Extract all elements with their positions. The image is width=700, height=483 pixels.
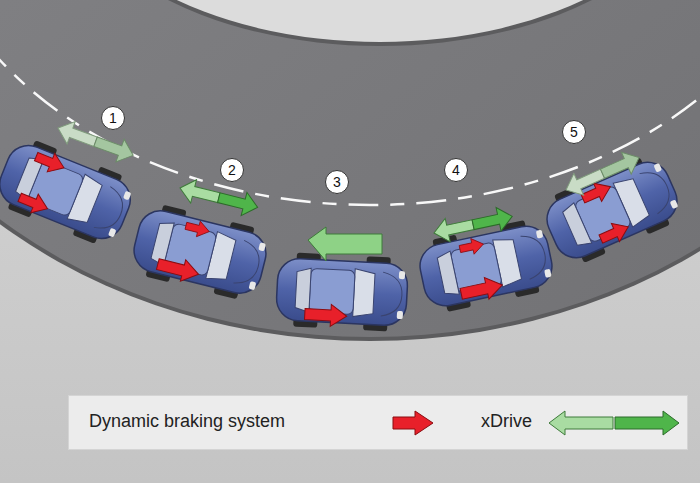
callout-number: 1: [101, 106, 125, 130]
callout-number: 5: [562, 120, 586, 144]
callout-number: 3: [325, 170, 349, 194]
callout-number: 2: [220, 158, 244, 182]
legend-text: Dynamic braking system: [89, 411, 285, 432]
callout-number: 4: [444, 158, 468, 182]
legend-box: Dynamic braking system xDrive: [68, 395, 688, 450]
legend-swatch: [391, 408, 437, 438]
legend-text: xDrive: [481, 411, 532, 432]
legend-sample: [547, 408, 681, 438]
